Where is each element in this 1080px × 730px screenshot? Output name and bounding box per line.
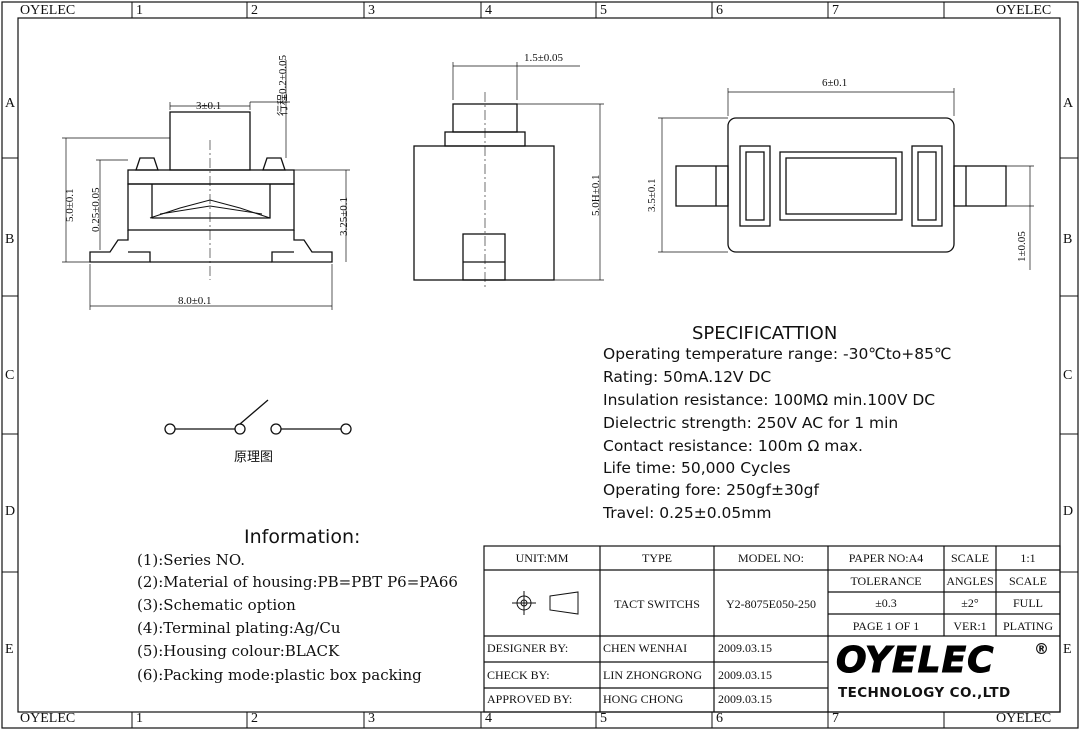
column-label: 7: [832, 711, 839, 726]
front-view-dimensions: [452, 62, 604, 281]
front-view: [413, 92, 555, 290]
dim-side-height-total: 5.0±0.1: [64, 188, 76, 222]
column-label: 1: [136, 3, 143, 18]
designer-name: CHEN WENHAI: [603, 641, 688, 655]
version-label: VER:1: [953, 619, 987, 633]
row-label: C: [1063, 368, 1073, 383]
type-value: TACT SWITCHS: [614, 597, 700, 611]
row-label: D: [5, 504, 16, 519]
angles-value: ±2°: [961, 596, 979, 610]
scale2-label: SCALE: [1008, 574, 1047, 588]
column-label: 1: [136, 711, 143, 726]
column-label: 2: [251, 711, 258, 726]
frame-mark-top-left: OYELEC: [20, 3, 76, 18]
frame-mark-bottom-right: OYELEC: [996, 711, 1052, 726]
model-label: MODEL NO:: [738, 551, 804, 565]
check-name: LIN ZHONGRONG: [603, 668, 702, 682]
column-label: 6: [716, 711, 723, 726]
schematic-symbol: [164, 399, 352, 435]
row-label: E: [1063, 642, 1072, 657]
column-label: 3: [368, 711, 375, 726]
designer-date: 2009.03.15: [718, 641, 772, 655]
info-line: (4):Terminal plating:Ag/Cu: [137, 619, 341, 637]
dim-front-height: 5.0H±0.1: [590, 174, 602, 216]
info-line: (5):Housing colour:BLACK: [137, 642, 340, 660]
column-label: 5: [600, 3, 607, 18]
information-title: Information:: [244, 526, 361, 548]
tolerance-label: TOLERANCE: [850, 574, 922, 588]
info-line: (1):Series NO.: [137, 551, 246, 569]
schematic-label: 原理图: [234, 450, 274, 465]
dim-side-stroke: 行程0.2±0.05: [277, 54, 289, 116]
registered-mark: ®: [1034, 640, 1049, 658]
column-label: 4: [485, 711, 492, 726]
top-view-dimensions: [658, 88, 1034, 270]
dim-side-body-width: 3±0.1: [196, 100, 222, 112]
tolerance-value: ±0.3: [875, 596, 897, 610]
info-line: (2):Material of housing:PB=PBT P6=PA66: [137, 573, 458, 591]
dim-side-body-height: 3.25±0.1: [338, 196, 350, 236]
spec-line: Rating: 50mA.12V DC: [603, 368, 772, 386]
title-block-grid: [483, 545, 1061, 713]
dim-front-button-width: 1.5±0.05: [524, 52, 564, 64]
dim-top-terminal: 1±0.05: [1016, 231, 1028, 262]
info-line: (6):Packing mode:plastic box packing: [137, 666, 422, 684]
plating-label: PLATING: [1003, 619, 1053, 633]
dim-top-width: 6±0.1: [822, 77, 848, 89]
spec-line: Travel: 0.25±0.05mm: [603, 504, 772, 522]
row-label: E: [5, 642, 14, 657]
row-label: B: [1063, 232, 1073, 247]
column-label: 5: [600, 711, 607, 726]
angles-label: ANGLES: [946, 574, 994, 588]
spec-line: Life time: 50,000 Cycles: [603, 459, 791, 477]
top-view: [675, 117, 1007, 253]
row-label: A: [5, 96, 16, 111]
row-label: D: [1063, 504, 1074, 519]
spec-line: Insulation resistance: 100MΩ min.100V DC: [603, 391, 936, 409]
approved-date: 2009.03.15: [718, 692, 772, 706]
type-label: TYPE: [642, 551, 672, 565]
approved-label: APPROVED BY:: [487, 692, 573, 706]
side-view-dimensions: [62, 60, 350, 310]
specification-title: SPECIFICATTION: [692, 323, 838, 344]
check-date: 2009.03.15: [718, 668, 772, 682]
approved-name: HONG CHONG: [603, 692, 684, 706]
logo-subtitle: TECHNOLOGY CO.,LTD: [838, 685, 1011, 701]
frame-mark-bottom-left: OYELEC: [20, 711, 76, 726]
paper-label: PAPER NO:A4: [848, 551, 924, 565]
column-label: 3: [368, 3, 375, 18]
scale-value: 1:1: [1020, 551, 1036, 565]
unit-label: UNIT:MM: [515, 551, 569, 565]
spec-line: Operating fore: 250gf±30gf: [603, 481, 819, 499]
spec-line: Operating temperature range: -30℃to+85℃: [603, 345, 952, 363]
logo-wordmark: OYELEC: [836, 640, 995, 682]
frame-mark-top-right: OYELEC: [996, 3, 1052, 18]
info-line: (3):Schematic option: [137, 596, 296, 614]
spec-line: Contact resistance: 100m Ω max.: [603, 437, 863, 455]
side-view: [89, 111, 333, 280]
column-label: 6: [716, 3, 723, 18]
full-label: FULL: [1013, 596, 1043, 610]
dim-side-terminal: 0.25±0.05: [90, 187, 102, 232]
scale-label: SCALE: [950, 551, 989, 565]
row-label: A: [1063, 96, 1074, 111]
dim-side-length: 8.0±0.1: [178, 295, 212, 307]
row-label: B: [5, 232, 15, 247]
check-label: CHECK BY:: [487, 668, 550, 682]
spec-line: Dielectric strength: 250V AC for 1 min: [603, 414, 899, 432]
column-label: 7: [832, 3, 839, 18]
model-value: Y2-8075E050-250: [726, 597, 816, 611]
page-label: PAGE 1 OF 1: [852, 619, 920, 633]
column-label: 4: [485, 3, 492, 18]
designer-label: DESIGNER BY:: [487, 641, 569, 655]
row-label: C: [5, 368, 15, 383]
dim-top-height: 3.5±0.1: [646, 178, 658, 212]
column-label: 2: [251, 3, 258, 18]
projection-symbol: [512, 591, 579, 615]
